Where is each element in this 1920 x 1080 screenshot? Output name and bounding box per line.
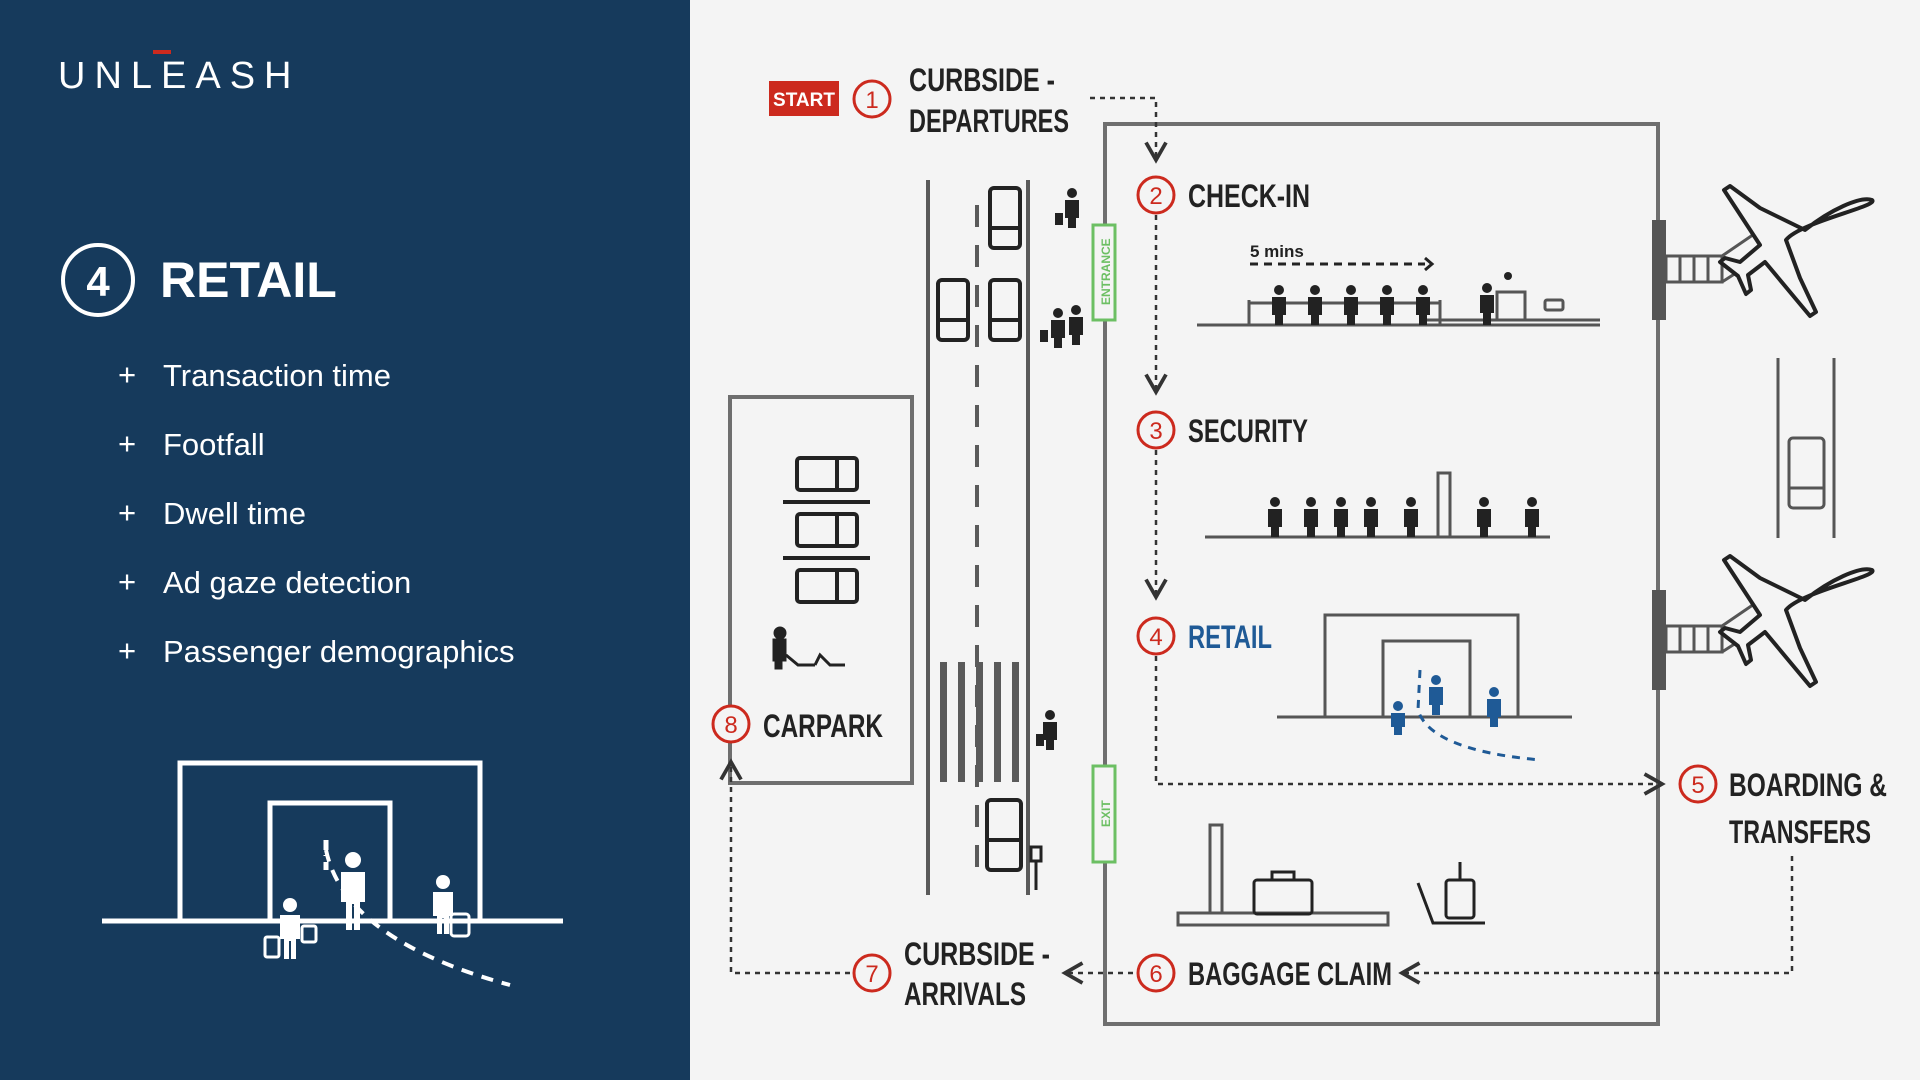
step-4: 4 RETAIL <box>1136 616 1272 656</box>
retail-shoppers-icon <box>1391 675 1501 735</box>
metric-label: Dwell time <box>163 496 306 531</box>
exit-label: EXIT <box>1099 800 1113 827</box>
step-label: CURBSIDE - <box>909 62 1055 98</box>
metric-label: Transaction time <box>163 358 391 393</box>
airplane-icon <box>1718 184 1875 688</box>
retail-store-illustration <box>102 760 563 987</box>
step-number-circle <box>852 953 892 993</box>
journey-path <box>719 96 1794 985</box>
check-in-scene <box>1197 256 1600 327</box>
metric-label: Passenger demographics <box>163 634 515 669</box>
traveller-with-luggage-icon <box>433 875 471 938</box>
metric-bullet: + <box>118 564 136 599</box>
step-number-circle <box>1136 616 1176 656</box>
queue-icon <box>1272 272 1512 325</box>
retail-scene <box>1277 613 1572 719</box>
start-badge-label: START <box>773 90 835 111</box>
step-label: CHECK-IN <box>1188 178 1310 214</box>
terminal-building <box>1103 122 1660 1026</box>
step-6: 6 BAGGAGE CLAIM <box>1136 953 1392 993</box>
queue-time-label: 5 mins <box>1250 242 1304 261</box>
section-title: RETAIL <box>160 252 337 308</box>
step-5: 5 BOARDING & TRANSFERS <box>1678 764 1887 850</box>
step-label-line2: ARRIVALS <box>904 976 1026 1012</box>
step-number: 7 <box>865 961 878 988</box>
step-label-line2: DEPARTURES <box>909 103 1069 139</box>
store-outline <box>177 760 483 921</box>
exit-door <box>1091 764 1117 864</box>
entrance-door <box>1091 223 1117 322</box>
step-7: 7 CURBSIDE - ARRIVALS <box>852 936 1050 1012</box>
sidebar-canvas: UNLEASH 4 RETAIL + Transaction time + Fo… <box>58 50 563 987</box>
metric-label: Ad gaze detection <box>163 565 411 600</box>
walk-path <box>324 849 511 987</box>
metric-bullet: + <box>118 426 136 461</box>
step-number-circle <box>1136 175 1176 215</box>
step-number: 6 <box>1149 961 1162 988</box>
step-number: 2 <box>1149 183 1162 210</box>
trolley-icon <box>772 626 845 670</box>
brand-logo: UNLEASH <box>58 55 301 97</box>
carpark-area <box>728 395 914 785</box>
sidebar: UNLEASH 4 RETAIL + Transaction time + Fo… <box>0 0 690 1080</box>
parking-meter-icon <box>1029 845 1043 890</box>
metric-label: Footfall <box>163 427 265 462</box>
start-badge <box>769 81 839 116</box>
metric-bullet: + <box>118 633 136 668</box>
step-label: BAGGAGE CLAIM <box>1188 956 1392 992</box>
step-3: 3 SECURITY <box>1136 410 1308 450</box>
step-number: 4 <box>1149 624 1162 651</box>
step-number: 1 <box>865 87 878 114</box>
retail-walk-path <box>1416 669 1541 762</box>
entrance-label: ENTRANCE <box>1099 238 1113 305</box>
section-number-circle <box>61 243 135 317</box>
step-number-circle <box>1678 764 1718 804</box>
journey-diagram: ENTRANCE EXIT <box>690 0 1920 1080</box>
person-icon <box>1036 188 1083 750</box>
step-number-circle <box>1136 410 1176 450</box>
step-2: 2 CHECK-IN <box>1136 175 1310 215</box>
metric-bullet: + <box>118 357 136 392</box>
logo-accent-bar <box>153 50 171 54</box>
step-label-line2: TRANSFERS <box>1729 814 1871 850</box>
boarding-gate <box>1652 220 1666 690</box>
parked-car-icon <box>783 456 870 604</box>
shopper-with-bag-icon <box>263 898 318 959</box>
step-1: 1 CURBSIDE - DEPARTURES <box>852 62 1069 139</box>
apron-road <box>1776 358 1836 538</box>
security-scene <box>1205 471 1550 539</box>
step-number-circle <box>1136 953 1176 993</box>
metric-bullet: + <box>118 495 136 530</box>
car-icon <box>936 186 1023 872</box>
step-number: 8 <box>724 712 737 739</box>
step-label: CURBSIDE - <box>904 936 1050 972</box>
step-number: 3 <box>1149 418 1162 445</box>
step-number-circle <box>711 704 751 744</box>
shopper-icon <box>341 852 365 930</box>
step-label-highlighted: RETAIL <box>1188 619 1272 655</box>
pedestrian-crossing <box>940 662 1019 782</box>
journey-canvas: ENTRANCE EXIT <box>711 62 1887 1026</box>
store-doorway <box>267 800 393 921</box>
step-label: CARPARK <box>763 708 883 744</box>
metrics-list: + Transaction time + Footfall + Dwell ti… <box>118 357 515 669</box>
step-number-circle <box>852 79 892 119</box>
baggage-claim-scene <box>1176 823 1485 927</box>
security-queue-icon <box>1268 497 1539 537</box>
step-label: BOARDING & <box>1729 767 1887 803</box>
step-label: SECURITY <box>1188 413 1308 449</box>
step-8: 8 CARPARK <box>711 704 883 744</box>
section-number: 4 <box>86 258 110 305</box>
step-number: 5 <box>1691 772 1704 799</box>
